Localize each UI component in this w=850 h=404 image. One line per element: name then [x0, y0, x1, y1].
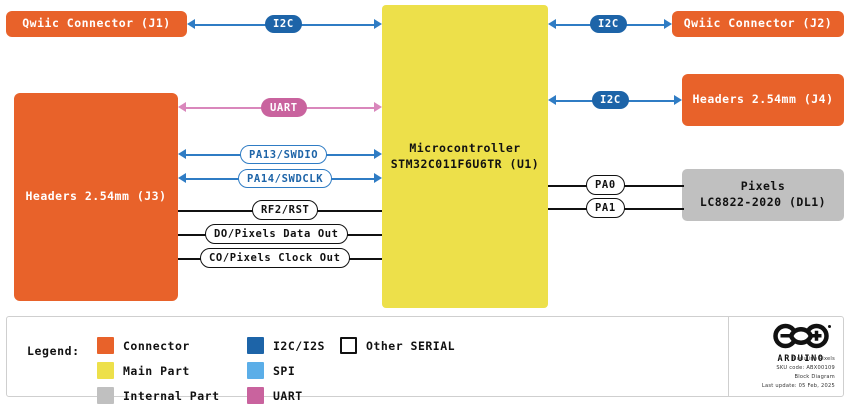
node-microcontroller-u1[interactable]: Microcontroller STM32C011F6U6TR (U1) — [382, 5, 548, 308]
legend-swatch-spi — [247, 362, 264, 379]
arrowhead-right-swdio — [374, 149, 382, 159]
label-rst[interactable]: RF2/RST — [252, 200, 319, 220]
brand-panel: ARDUINO Modulino Pixels SKU code: ABX001… — [736, 317, 843, 396]
arrowhead-right-i2c-j1 — [374, 19, 382, 29]
label-i2c-j2[interactable]: I2C — [590, 15, 627, 33]
arrowhead-right-swdclk — [374, 173, 382, 183]
legend-item-internal-part: Internal Part — [97, 387, 220, 404]
brand-doc-type: Block Diagram — [794, 374, 835, 381]
legend-label-uart: UART — [273, 388, 303, 403]
legend-item-spi: SPI — [247, 362, 295, 379]
node-qwiic-connector-j1[interactable]: Qwiic Connector (J1) — [6, 11, 187, 37]
legend-swatch-internal-part — [97, 387, 114, 404]
legend-label-internal-part: Internal Part — [123, 388, 220, 403]
arrowhead-right-i2c-j4 — [674, 95, 682, 105]
label-i2c-j1[interactable]: I2C — [265, 15, 302, 33]
legend-label-connector: Connector — [123, 338, 190, 353]
legend-panel: Legend: Connector Main Part Internal Par… — [6, 316, 844, 404]
legend-item-uart: UART — [247, 387, 303, 404]
brand-last-update: Last update: 05 Feb, 2025 — [761, 383, 835, 390]
label-clock-out[interactable]: CO/Pixels Clock Out — [200, 248, 350, 268]
brand-metadata: Modulino Pixels SKU code: ABX00109 Block… — [762, 355, 835, 391]
arrowhead-left-i2c-j1 — [187, 19, 195, 29]
legend-label-spi: SPI — [273, 363, 296, 378]
arduino-logo: ARDUINO — [767, 323, 835, 364]
brand-product-name: Modulino Pixels — [792, 356, 835, 363]
microcontroller-partnumber: STM32C011F6U6TR (U1) — [390, 156, 540, 171]
label-swdclk[interactable]: PA14/SWDCLK — [238, 169, 333, 188]
legend-swatch-uart — [247, 387, 264, 404]
legend-swatch-i2c — [247, 337, 264, 354]
legend-label-other-serial: Other SERIAL — [366, 338, 456, 353]
microcontroller-title: Microcontroller — [409, 140, 521, 155]
arduino-wordmark: ARDUINO — [777, 354, 825, 364]
legend-label-i2c: I2C/I2S — [273, 338, 325, 353]
node-qwiic-connector-j2[interactable]: Qwiic Connector (J2) — [672, 11, 844, 37]
pixels-partnumber: LC8822-2020 (DL1) — [699, 195, 827, 209]
label-data-out[interactable]: DO/Pixels Data Out — [205, 224, 348, 244]
legend-swatch-connector — [97, 337, 114, 354]
arrowhead-left-i2c-j2 — [548, 19, 556, 29]
legend-swatch-main-part — [97, 362, 114, 379]
arrowhead-left-uart — [178, 102, 186, 112]
node-headers-j3[interactable]: Headers 2.54mm (J3) — [14, 93, 178, 301]
legend-title: Legend: — [27, 344, 80, 358]
legend-label-main-part: Main Part — [123, 363, 190, 378]
node-headers-j4[interactable]: Headers 2.54mm (J4) — [682, 74, 844, 126]
label-pa1[interactable]: PA1 — [586, 198, 625, 218]
node-pixels-dl1[interactable]: Pixels LC8822-2020 (DL1) — [682, 169, 844, 221]
legend-item-other-serial: Other SERIAL — [340, 337, 455, 354]
arrowhead-left-swdio — [178, 149, 186, 159]
legend-item-i2c: I2C/I2S — [247, 337, 325, 354]
arrowhead-left-i2c-j4 — [548, 95, 556, 105]
arduino-infinity-icon — [773, 323, 831, 349]
label-i2c-j4[interactable]: I2C — [592, 91, 629, 109]
legend-swatch-other-serial — [340, 337, 357, 354]
label-swdio[interactable]: PA13/SWDIO — [240, 145, 328, 164]
brand-sku: SKU code: ABX00109 — [776, 365, 835, 372]
pixels-title: Pixels — [740, 179, 786, 194]
legend-items-area: Legend: Connector Main Part Internal Par… — [7, 317, 729, 404]
label-pa0[interactable]: PA0 — [586, 175, 625, 195]
arrowhead-right-uart — [374, 102, 382, 112]
arrowhead-right-i2c-j2 — [664, 19, 672, 29]
legend-brand-divider — [728, 317, 729, 396]
label-uart[interactable]: UART — [261, 98, 307, 117]
arrowhead-left-swdclk — [178, 173, 186, 183]
legend-item-connector: Connector — [97, 337, 190, 354]
legend-item-main-part: Main Part — [97, 362, 190, 379]
